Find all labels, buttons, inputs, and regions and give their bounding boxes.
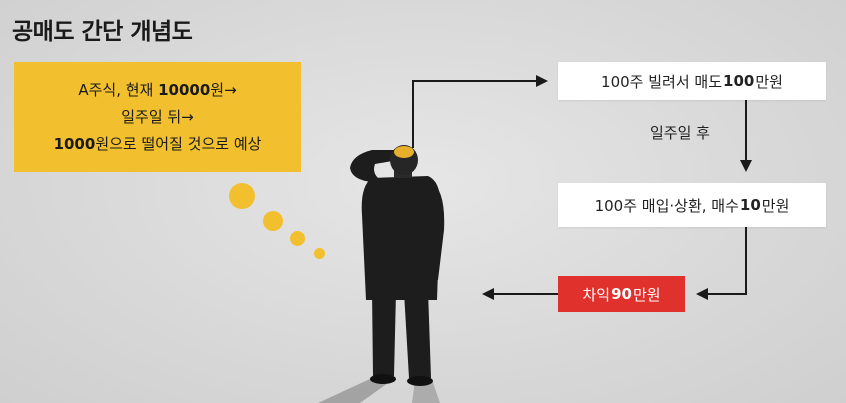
connector-to-profit (708, 227, 747, 295)
scenario-line-2: 일주일 뒤→ (121, 107, 194, 126)
thought-bubble-2 (263, 211, 283, 231)
arrowhead-out (482, 288, 494, 300)
diagram-title: 공매도 간단 개념도 (12, 19, 193, 45)
scenario-line-1: A주식, 현재 10000원→ (78, 80, 237, 99)
scenario-box: A주식, 현재 10000원→ 일주일 뒤→ 1000원으로 떨어질 것으로 예… (14, 62, 301, 172)
arrowhead-profit (696, 288, 708, 300)
arrowhead-borrow (536, 75, 548, 87)
connector-to-borrow (412, 80, 536, 148)
thought-bubble-1 (229, 183, 255, 209)
businessman-figure (350, 145, 445, 386)
thought-bubble-3 (290, 231, 305, 246)
thought-bubble-4 (314, 248, 325, 259)
after-week-label: 일주일 후 (650, 124, 710, 142)
scenario-line-3: 1000원으로 떨어질 것으로 예상 (53, 134, 262, 153)
arrowhead-buyback (740, 160, 752, 172)
